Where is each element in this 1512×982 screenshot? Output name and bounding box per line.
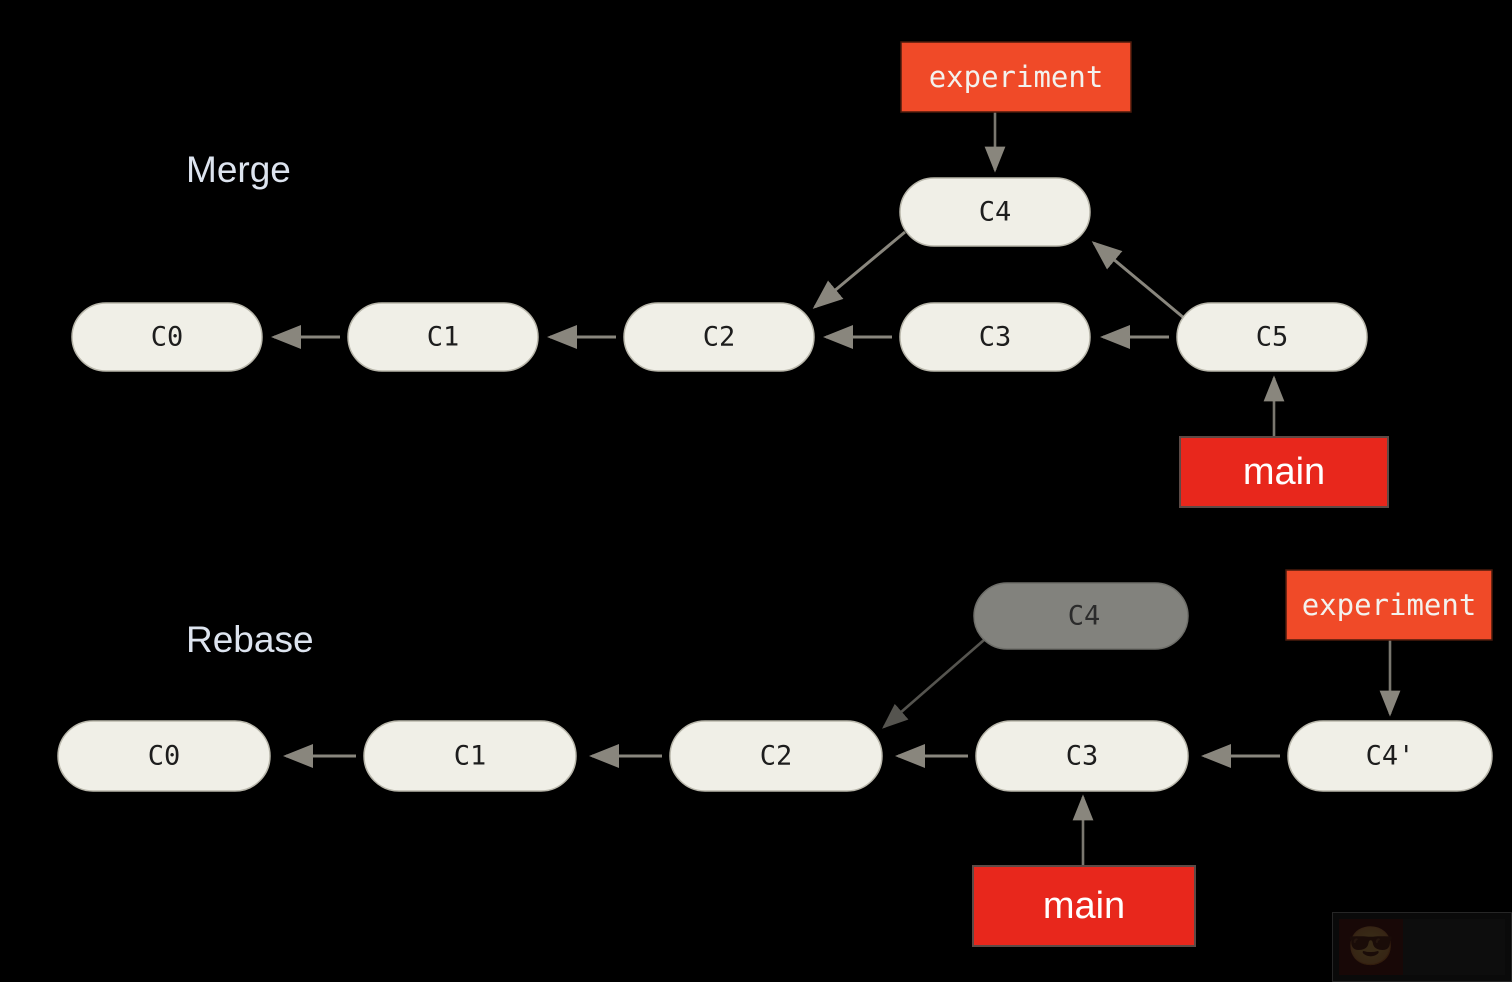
branch-label-text: experiment <box>929 60 1104 94</box>
commit-shape <box>363 720 577 792</box>
commit-label: C3 <box>979 322 1012 353</box>
commit-shape <box>347 302 539 372</box>
branch-label-text: experiment <box>1302 588 1477 622</box>
rebase-edges <box>283 639 1280 768</box>
commit-node-rebase-c3[interactable]: C3 <box>975 720 1189 792</box>
commit-node-merge-c5[interactable]: C5 <box>1176 302 1368 372</box>
commit-shape <box>899 302 1091 372</box>
branch-shape <box>1179 436 1389 508</box>
commit-node-rebase-c4-prime[interactable]: C4' <box>1287 720 1493 792</box>
overlay-thumbnail[interactable]: 😎 <box>1339 919 1403 975</box>
commit-shape <box>973 582 1189 650</box>
edge-rebase-c4-to-c2 <box>882 639 985 729</box>
merge-section-title: Merge <box>186 149 291 190</box>
commit-shape <box>975 720 1189 792</box>
branch-label-text: main <box>1243 451 1325 493</box>
branch-label-merge-experiment[interactable]: experiment <box>900 41 1132 113</box>
overlay-body <box>1403 919 1505 975</box>
corner-overlay-widget[interactable]: 😎 <box>1332 912 1512 982</box>
commit-label: C4 <box>979 197 1012 228</box>
branch-label-merge-main[interactable]: main <box>1179 436 1389 508</box>
commit-label: C0 <box>148 741 181 772</box>
commit-label: C1 <box>454 741 487 772</box>
commit-node-rebase-c1[interactable]: C1 <box>363 720 577 792</box>
commit-label: C3 <box>1066 741 1099 772</box>
commit-label: C4 <box>1068 601 1101 632</box>
commit-node-merge-c3[interactable]: C3 <box>899 302 1091 372</box>
edge-merge-c4-to-c2 <box>812 230 906 309</box>
merge-edges <box>271 230 1185 349</box>
commit-node-merge-c2[interactable]: C2 <box>623 302 815 372</box>
commit-node-merge-c0[interactable]: C0 <box>71 302 263 372</box>
commit-label: C2 <box>760 741 793 772</box>
rebase-section: Rebase C0 C1 C2 <box>57 569 1493 947</box>
commit-shape <box>57 720 271 792</box>
commit-node-merge-c1[interactable]: C1 <box>347 302 539 372</box>
commit-label: C2 <box>703 322 736 353</box>
commit-shape <box>1287 720 1493 792</box>
edge-merge-c5-to-c4 <box>1091 241 1185 320</box>
commit-shape <box>71 302 263 372</box>
commit-label: C5 <box>1256 322 1289 353</box>
commit-node-rebase-c2[interactable]: C2 <box>669 720 883 792</box>
commit-shape <box>899 177 1091 247</box>
rebase-section-title: Rebase <box>186 619 314 660</box>
commit-shape <box>1176 302 1368 372</box>
commit-label: C1 <box>427 322 460 353</box>
sunglasses-face-icon: 😎 <box>1347 926 1395 968</box>
commit-node-rebase-c0[interactable]: C0 <box>57 720 271 792</box>
branch-label-rebase-main[interactable]: main <box>972 865 1196 947</box>
commit-label: C4' <box>1366 741 1415 772</box>
branch-shape <box>900 41 1132 113</box>
commit-node-rebase-c4-original[interactable]: C4 <box>973 582 1189 650</box>
merge-section: Merge C0 C1 <box>71 41 1389 508</box>
commit-node-merge-c4[interactable]: C4 <box>899 177 1091 247</box>
commit-shape <box>623 302 815 372</box>
commit-label: C0 <box>151 322 184 353</box>
branch-label-text: main <box>1043 885 1125 927</box>
branch-label-rebase-experiment[interactable]: experiment <box>1285 569 1493 641</box>
commit-shape <box>669 720 883 792</box>
branch-shape <box>972 865 1196 947</box>
branch-shape <box>1285 569 1493 641</box>
